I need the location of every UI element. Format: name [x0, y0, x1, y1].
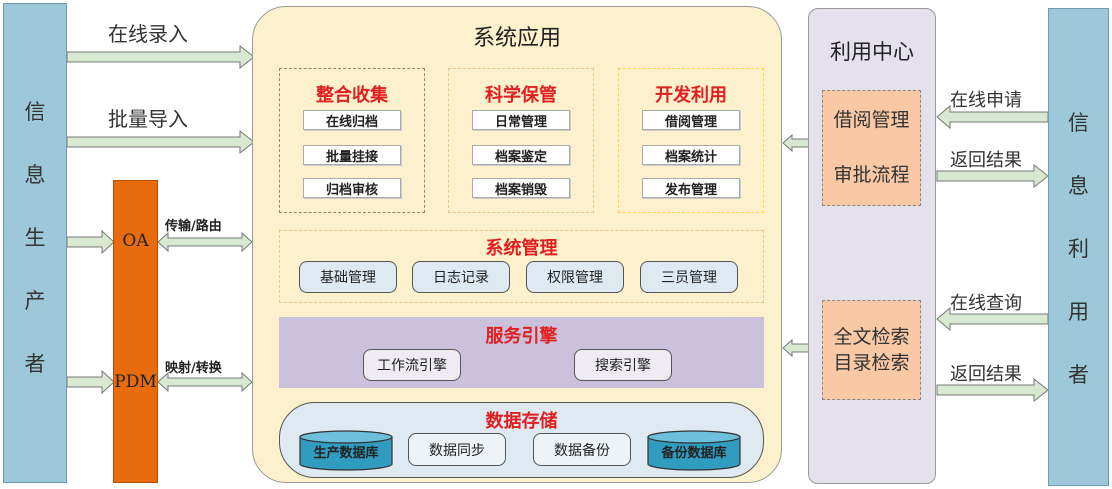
integration-box [279, 68, 425, 213]
item-three-roles-management: 三员管理 [640, 261, 738, 293]
label-mapping-conversion: 映射/转换 [165, 361, 222, 376]
item-log-record: 日志记录 [412, 261, 510, 293]
label-batch-import: 批量导入 [108, 107, 188, 131]
arrow-online-apply [936, 104, 1049, 130]
consumer-char: 利 [1068, 237, 1089, 261]
system-management-title: 系统管理 [485, 238, 558, 259]
consumer-char: 者 [1068, 363, 1089, 387]
center-box-search [822, 300, 921, 400]
item-search-engine: 搜索引擎 [574, 349, 672, 381]
consumer-column: 信 息 利 用 者 [1048, 8, 1109, 486]
producer-column: 信 息 生 产 者 [3, 3, 67, 483]
backup-database-label: 备份数据库 [661, 446, 727, 461]
utilization-box [618, 68, 764, 213]
item-batch-attach: 批量挂接 [303, 145, 401, 165]
label-return-result-1: 返回结果 [950, 150, 1022, 171]
oa-label: OA [122, 231, 149, 251]
production-database-label: 生产数据库 [313, 446, 379, 461]
item-daily-management: 日常管理 [472, 110, 570, 130]
item-archive-review: 归档审核 [303, 178, 401, 198]
custody-box [448, 68, 594, 213]
item-workflow-engine: 工作流引擎 [363, 349, 461, 381]
item-data-sync: 数据同步 [408, 433, 506, 466]
arrow-return-result-2 [936, 377, 1049, 403]
service-engine-title: 服务引擎 [485, 326, 558, 347]
item-permission-management: 权限管理 [526, 261, 624, 293]
producer-char: 生 [24, 226, 46, 250]
arrow-to-pdm [66, 369, 115, 395]
center-catalog-search: 目录检索 [833, 352, 910, 374]
item-publish-management: 发布管理 [642, 178, 740, 198]
integration-title: 整合收集 [316, 85, 388, 106]
consumer-char: 信 [1068, 111, 1089, 135]
label-online-apply: 在线申请 [950, 90, 1022, 111]
service-engine-box [279, 317, 764, 388]
arrow-to-oa [66, 229, 115, 255]
system-management-box [279, 230, 764, 303]
item-archive-destruction: 档案销毁 [472, 178, 570, 198]
utilization-center-panel [808, 8, 936, 484]
label-online-entry: 在线录入 [108, 22, 188, 46]
label-online-query: 在线查询 [950, 293, 1022, 314]
item-basic-management: 基础管理 [299, 261, 397, 293]
custody-title: 科学保管 [485, 85, 557, 106]
item-archive-statistics: 档案统计 [642, 145, 740, 165]
data-storage-title: 数据存储 [485, 411, 558, 432]
producer-char: 产 [24, 289, 46, 313]
pdm-label: PDM [114, 372, 157, 392]
item-borrow-management: 借阅管理 [642, 110, 740, 130]
center-borrow-management: 借阅管理 [833, 109, 910, 131]
consumer-char: 用 [1068, 300, 1089, 324]
label-return-result-2: 返回结果 [950, 364, 1022, 385]
producer-char: 息 [24, 163, 46, 187]
center-fulltext-search: 全文检索 [833, 326, 910, 348]
arrow-return-result-1 [936, 163, 1049, 189]
arrow-online-entry [66, 44, 255, 70]
center-box-borrow [822, 90, 921, 206]
item-online-archive: 在线归档 [303, 110, 401, 130]
utilization-center-title: 利用中心 [830, 40, 914, 64]
center-approval-process: 审批流程 [833, 164, 910, 186]
label-transfer-routing: 传输/路由 [165, 219, 222, 234]
producer-char: 信 [24, 100, 46, 124]
item-archive-appraisal: 档案鉴定 [472, 145, 570, 165]
producer-char: 者 [24, 352, 46, 376]
arrow-batch-import [66, 129, 255, 155]
production-database-cylinder [299, 430, 393, 471]
system-app-title: 系统应用 [472, 26, 561, 51]
consumer-char: 息 [1068, 174, 1089, 198]
oa-pdm-bar [113, 180, 158, 483]
item-data-backup: 数据备份 [533, 433, 631, 466]
backup-database-cylinder [647, 430, 741, 471]
utilization-title: 开发利用 [655, 85, 727, 106]
arrow-online-query [936, 306, 1049, 332]
